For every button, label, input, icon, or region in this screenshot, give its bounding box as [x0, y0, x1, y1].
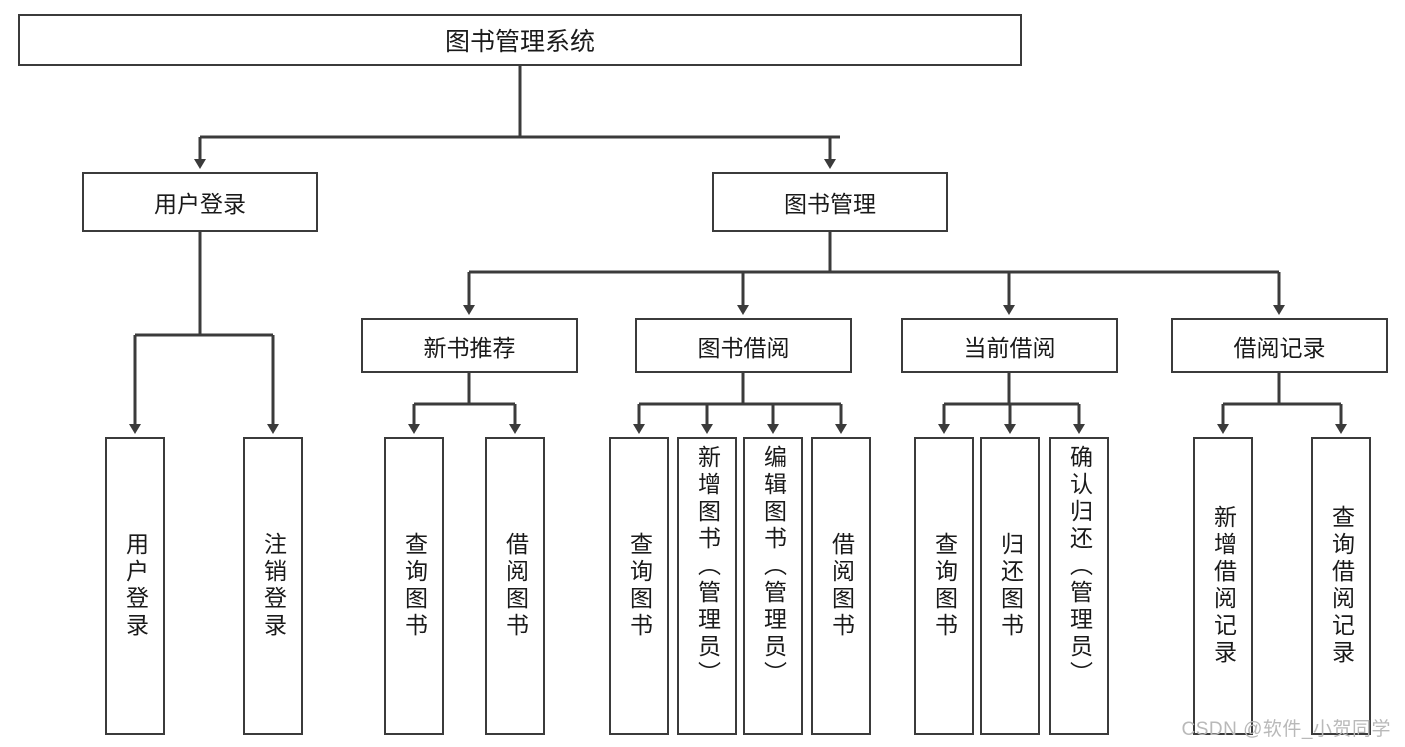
leaf-inner: 新增图书（管理员） — [679, 439, 735, 739]
node-label: 查询图书 — [626, 532, 653, 640]
node-label: 用户登录 — [122, 532, 149, 640]
node-label: 图书管理 — [784, 191, 876, 217]
leaf-inner: 用户登录 — [107, 439, 163, 733]
leaf-inner: 借阅图书 — [813, 439, 869, 733]
node-label: 借阅图书 — [502, 532, 529, 640]
leaf-inner: 归还图书 — [982, 439, 1038, 733]
node-leaf-user-login[interactable]: 用户登录 — [105, 437, 165, 735]
node-label: 用户登录 — [154, 191, 246, 217]
leaf-inner: 借阅图书 — [487, 439, 543, 733]
node-root-book-management-system[interactable]: 图书管理系统 — [18, 14, 1022, 66]
node-current-borrow[interactable]: 当前借阅 — [901, 318, 1118, 373]
node-label: 图书管理系统 — [444, 28, 595, 56]
node-label: 新增借阅记录 — [1210, 505, 1237, 667]
node-leaf-borrow-book[interactable]: 借阅图书 — [811, 437, 871, 735]
node-label: 借阅图书 — [828, 532, 855, 640]
node-label: 新增图书（管理员） — [694, 445, 721, 688]
node-label: 借阅记录 — [1233, 334, 1326, 361]
node-label: 图书借阅 — [697, 334, 790, 361]
node-new-book-recommend[interactable]: 新书推荐 — [361, 318, 578, 373]
watermark-text: CSDN @软件_小贺同学 — [1181, 719, 1391, 740]
leaf-inner: 新增借阅记录 — [1195, 439, 1251, 733]
node-borrow-record[interactable]: 借阅记录 — [1171, 318, 1388, 373]
node-label: 查询借阅记录 — [1328, 505, 1355, 667]
node-leaf-add-book-admin[interactable]: 新增图书（管理员） — [677, 437, 737, 735]
node-label: 确认归还（管理员） — [1066, 445, 1093, 688]
node-label: 编辑图书（管理员） — [760, 445, 787, 688]
node-label: 查询图书 — [401, 532, 428, 640]
node-leaf-query-book-borrow[interactable]: 查询图书 — [609, 437, 669, 735]
node-book-management[interactable]: 图书管理 — [712, 172, 948, 232]
node-leaf-logout[interactable]: 注销登录 — [243, 437, 303, 735]
leaf-inner: 注销登录 — [245, 439, 301, 733]
node-leaf-query-book-current[interactable]: 查询图书 — [914, 437, 974, 735]
leaf-inner: 查询图书 — [386, 439, 442, 733]
node-leaf-confirm-return-admin[interactable]: 确认归还（管理员） — [1049, 437, 1109, 735]
node-label: 归还图书 — [997, 532, 1024, 640]
node-leaf-edit-book-admin[interactable]: 编辑图书（管理员） — [743, 437, 803, 735]
node-label: 注销登录 — [260, 532, 287, 640]
leaf-inner: 查询图书 — [916, 439, 972, 733]
node-user-login[interactable]: 用户登录 — [82, 172, 318, 232]
node-leaf-add-borrow-record[interactable]: 新增借阅记录 — [1193, 437, 1253, 735]
node-leaf-return-book[interactable]: 归还图书 — [980, 437, 1040, 735]
node-book-borrow[interactable]: 图书借阅 — [635, 318, 852, 373]
node-leaf-borrow-book-recommend[interactable]: 借阅图书 — [485, 437, 545, 735]
node-leaf-query-book-recommend[interactable]: 查询图书 — [384, 437, 444, 735]
leaf-inner: 查询借阅记录 — [1313, 439, 1369, 733]
leaf-inner: 编辑图书（管理员） — [745, 439, 801, 739]
leaf-inner: 确认归还（管理员） — [1051, 439, 1107, 739]
node-label: 当前借阅 — [963, 334, 1056, 361]
node-leaf-query-borrow-record[interactable]: 查询借阅记录 — [1311, 437, 1371, 735]
leaf-inner: 查询图书 — [611, 439, 667, 733]
node-label: 查询图书 — [931, 532, 958, 640]
node-label: 新书推荐 — [423, 334, 516, 361]
